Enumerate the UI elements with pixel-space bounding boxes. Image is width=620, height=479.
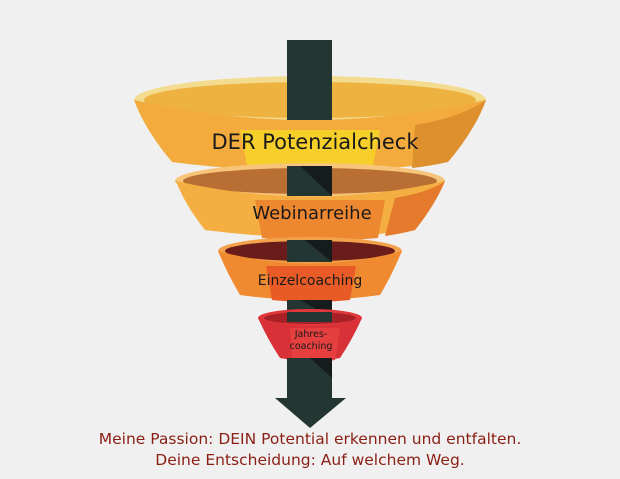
stage-3-label: Einzelcoaching (257, 273, 363, 289)
stage-4-label-line1: Jahres- (294, 329, 328, 340)
stage-4-label-line2: coaching (289, 341, 333, 352)
arrow-down-icon (275, 398, 346, 428)
caption-line-2: Deine Entscheidung: Auf welchem Weg. (155, 451, 465, 469)
stage-2-label: Webinarreihe (252, 203, 372, 224)
caption-line-1: Meine Passion: DEIN Potential erkennen u… (98, 430, 522, 448)
funnel-stage-4 (258, 309, 362, 362)
stage-1-label: DER Potenzialcheck (211, 130, 419, 154)
funnel-stage-3 (218, 237, 402, 302)
funnel-stage-1 (134, 76, 486, 173)
funnel-stage-2 (175, 163, 445, 241)
